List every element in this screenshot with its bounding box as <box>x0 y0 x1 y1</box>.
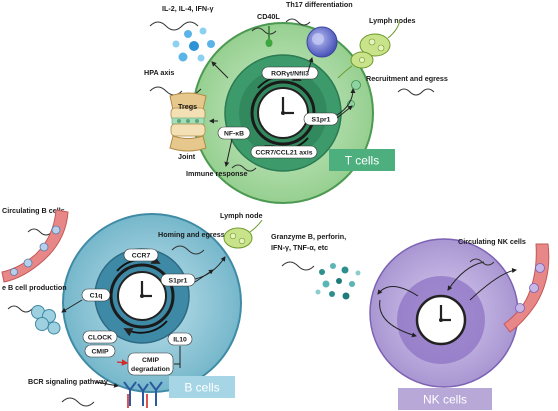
nk-cell-section: NK cells Granzyme B, perforin, IFN-γ, TN… <box>271 232 550 410</box>
b-cell-section: CCR7 S1pr1 C1q CLOCK CMIP IL10 CMIP degr… <box>1 206 263 408</box>
t-cells-label: T cells <box>345 154 379 168</box>
b-cell-cluster-icon <box>31 305 61 335</box>
b-lymph-node-icon <box>223 219 263 249</box>
blood-vessel-b-icon <box>1 209 69 283</box>
pill-cmip-degradation-2: degradation <box>131 366 170 373</box>
pill-cmip: CMIP <box>92 349 109 356</box>
circulating-nk-label: Circulating NK cells <box>458 237 526 246</box>
pill-b-ccr7: CCR7 <box>132 253 151 260</box>
b-cell-clock-icon <box>109 255 175 337</box>
pill-ccr7-ccl21: CCR7/CCL21 axis <box>255 150 312 157</box>
cd40l-receptor-icon <box>265 39 273 47</box>
th17-label: Th17 differentiation <box>286 0 353 9</box>
pill-nfkb: NF-κB <box>224 131 244 138</box>
t-cell-section: RORγt/Nfil3 S1pr1 NF-κB CCR7/CCL21 axis … <box>144 0 448 204</box>
pill-cmip-degradation-1: CMIP <box>142 357 159 364</box>
granzyme-label-2: IFN-γ, TNF-α, etc <box>271 243 328 252</box>
bcr-label: BCR signaling pathway <box>28 377 108 386</box>
pill-clock: CLOCK <box>88 335 112 342</box>
cytokines-label: IL-2, IL-4, IFN-γ <box>162 4 214 13</box>
nk-cell-clock-icon <box>415 294 467 346</box>
b-cells-label: B cells <box>184 381 219 395</box>
migrating-t-cell-1 <box>351 80 361 90</box>
tregs-label: Tregs <box>178 102 197 111</box>
b-production-label: e B cell production <box>2 283 67 292</box>
homing-egress-label: Homing and egress <box>158 230 225 239</box>
circulating-b-label: Circulating B cells <box>2 206 65 215</box>
cytokine-dots-icon <box>172 27 215 62</box>
nk-cells-label: NK cells <box>423 393 467 407</box>
immune-response-label: Immune response <box>186 169 248 178</box>
cd40l-label: CD40L <box>257 12 280 21</box>
pill-b-s1pr1: S1pr1 <box>169 278 188 285</box>
hpa-axis-label: HPA axis <box>144 68 174 77</box>
pill-t-s1pr1: S1pr1 <box>312 117 331 124</box>
lymph-nodes-icon <box>337 19 401 79</box>
nk-cells-box <box>398 388 492 410</box>
pill-c1q: C1q <box>90 293 103 300</box>
joint-icon <box>169 92 207 152</box>
t-cells-box <box>329 149 395 171</box>
bcr-receptor-icon <box>123 381 163 408</box>
b-lymph-node-label: Lymph node <box>220 211 262 220</box>
b-cells-box <box>169 376 235 398</box>
lymph-nodes-label: Lymph nodes <box>369 16 415 25</box>
blood-vessel-nk-icon <box>503 243 550 333</box>
pill-il10: IL10 <box>173 337 187 344</box>
joint-label: Joint <box>178 152 196 161</box>
granzyme-label-1: Granzyme B, perforin, <box>271 232 346 241</box>
recruitment-label: Recruitment and egress <box>366 74 448 83</box>
pill-rorgt: RORγt/Nfil3 <box>271 71 309 78</box>
nk-granule-dots-icon <box>315 263 361 300</box>
